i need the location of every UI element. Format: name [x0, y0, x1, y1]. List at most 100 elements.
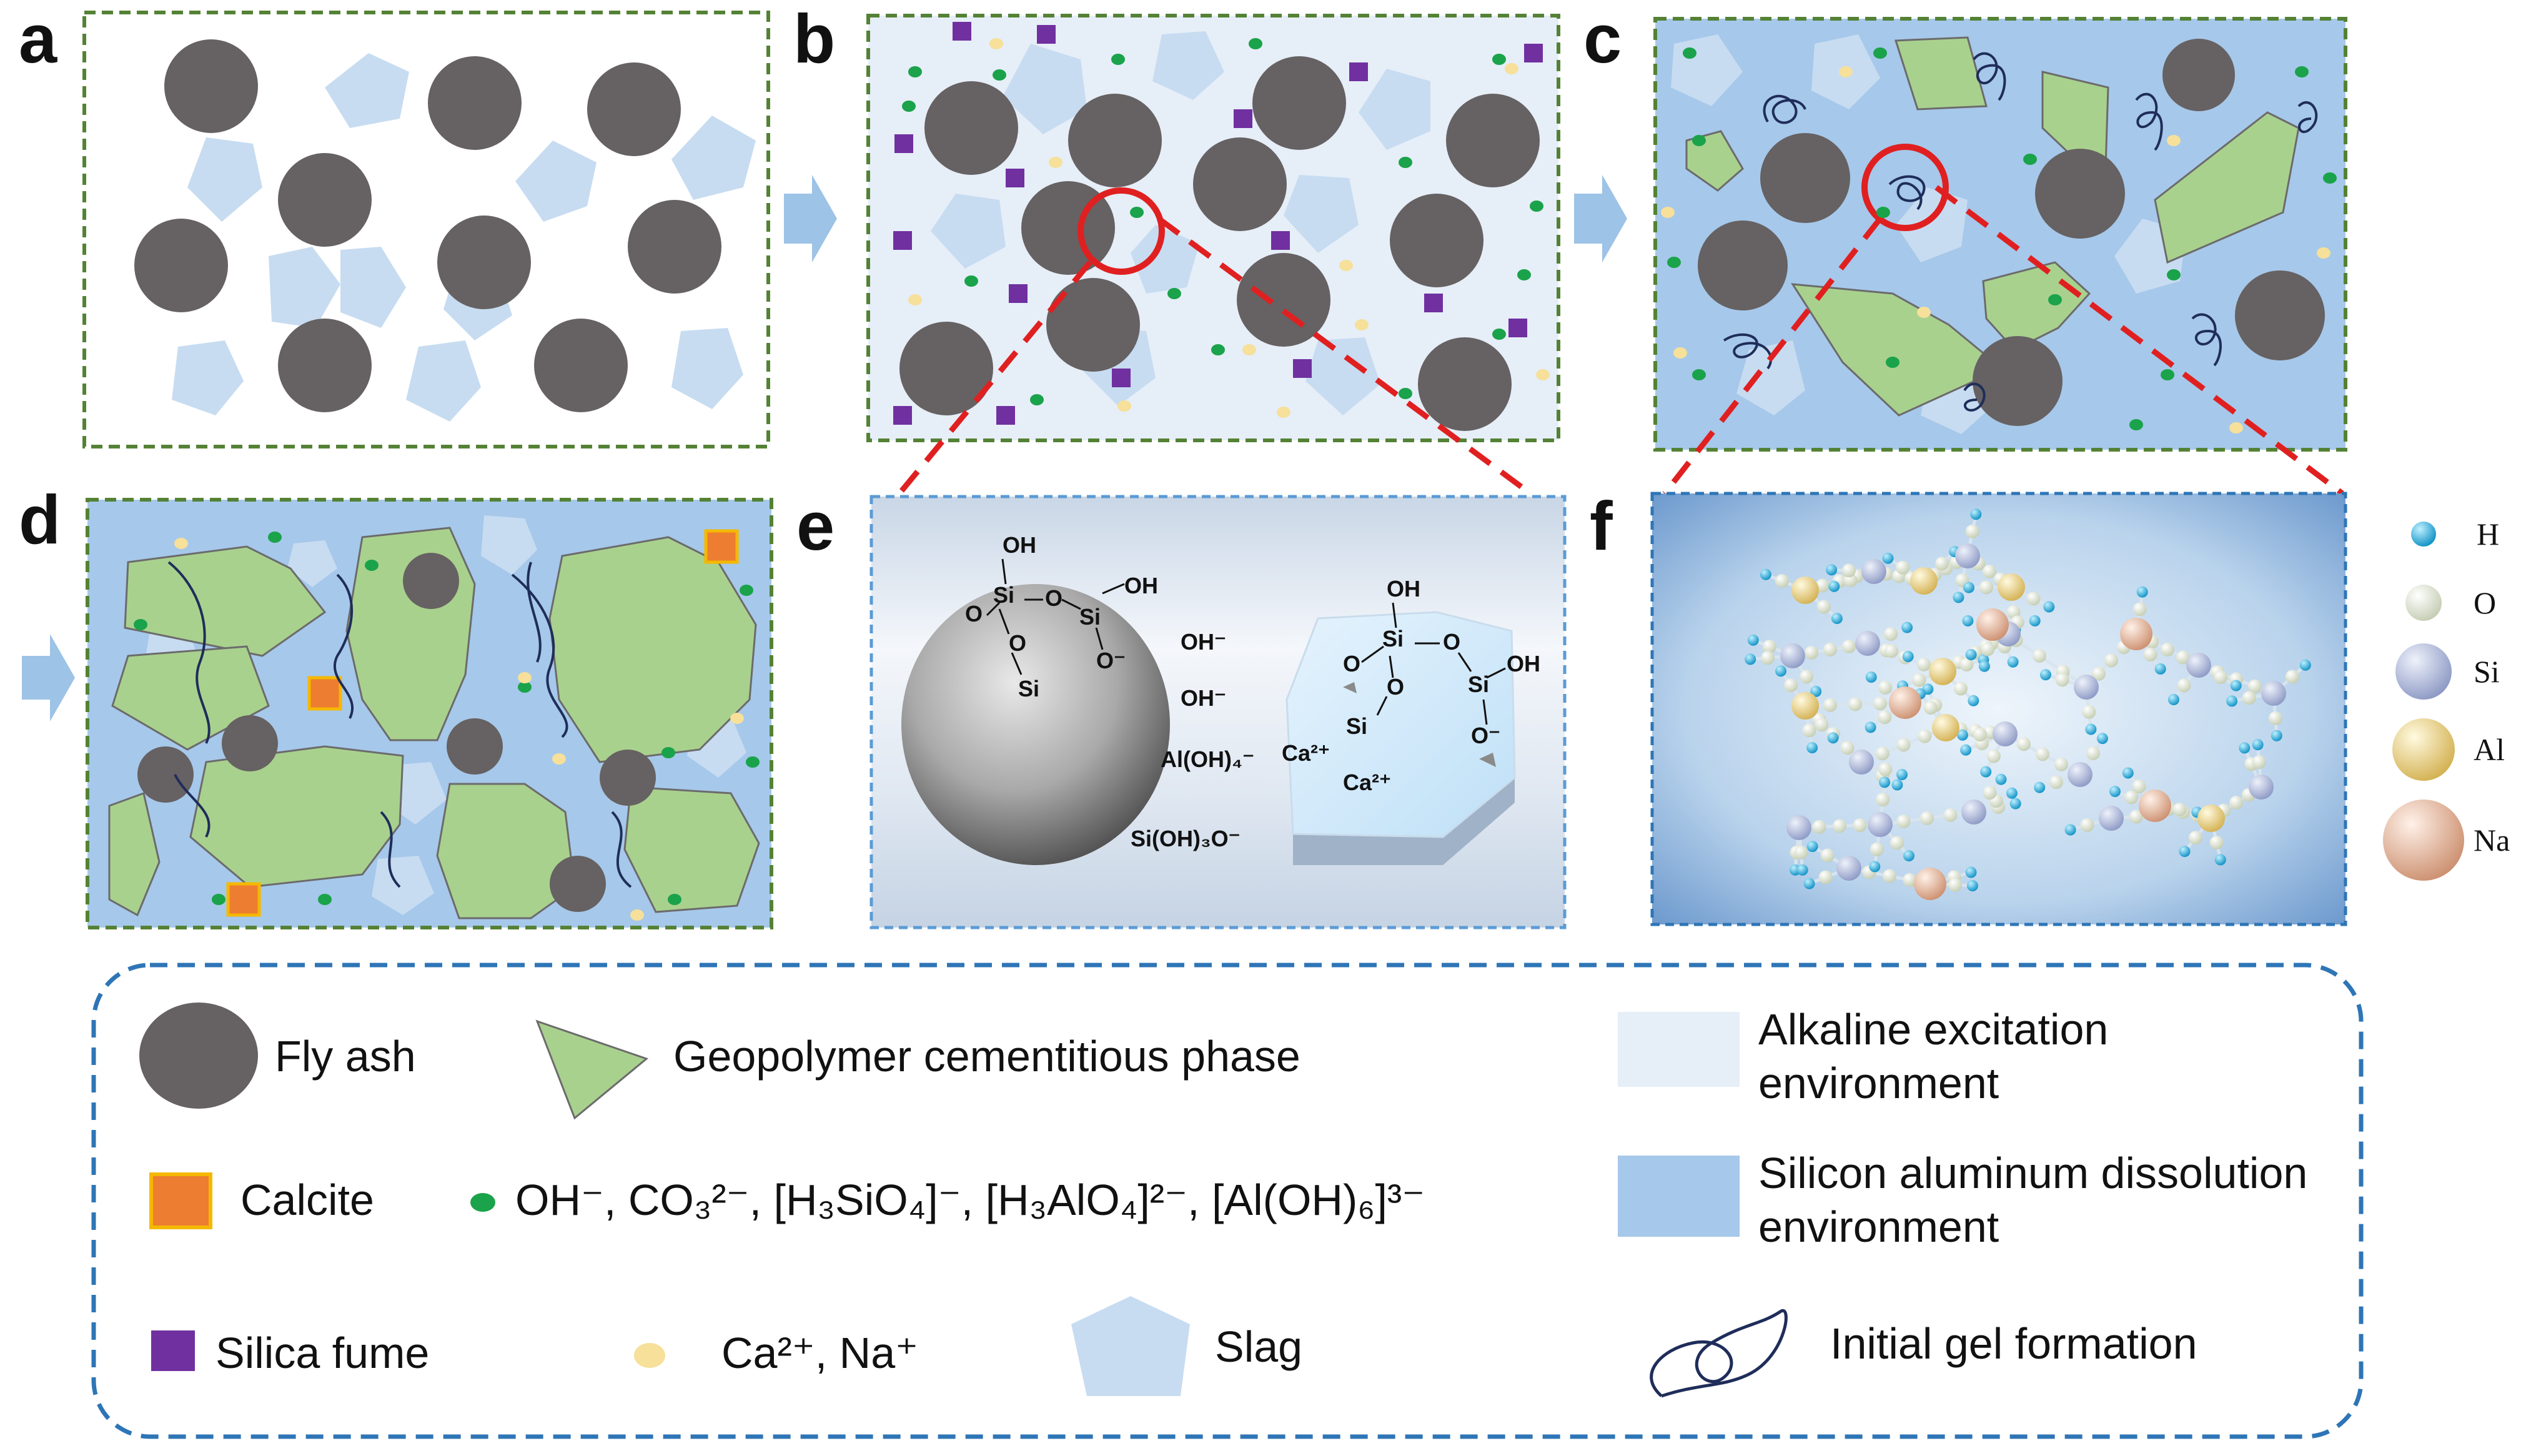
oxygen-atom: [2026, 592, 2041, 606]
label-si-1: Si: [993, 582, 1014, 608]
silicon-atom: [2186, 653, 2211, 678]
legend-anion-swatch: [470, 1193, 495, 1212]
oxygen-atom: [2214, 670, 2228, 685]
ion-dots-green: [134, 532, 760, 905]
hydrogen-atom: [2009, 798, 2021, 810]
hydrogen-atom: [2230, 680, 2242, 691]
slag-o-minus: O⁻: [1471, 723, 1500, 748]
oxygen-atom: [2017, 737, 2031, 751]
oxygen-atom: [1986, 749, 2001, 763]
oxygen-atom: [2172, 803, 2187, 816]
aluminum-atom: [1998, 573, 2025, 601]
oxygen-atom: [2055, 673, 2069, 687]
oxygen-atom: [2285, 670, 2299, 684]
oxygen-atom: [1885, 644, 1898, 658]
hydrogen-atom: [2029, 615, 2041, 626]
hydrogen-atom: [2096, 733, 2108, 745]
silicon-atom: [1993, 721, 2018, 746]
hydrogen-atom: [2034, 781, 2046, 793]
oxygen-atom: [2132, 780, 2146, 794]
oxygen-atom: [1896, 738, 1911, 752]
fly-ash-sphere: [901, 584, 1170, 865]
slag-oh-top: OH: [1387, 576, 1420, 602]
label-o-mid: O: [1045, 585, 1062, 611]
legend-calcite-swatch: [149, 1172, 212, 1229]
zoom-circle-b: [1077, 187, 1165, 275]
hydrogen-atom: [1745, 653, 1756, 665]
oxygen-atom: [1948, 878, 1962, 892]
aluminum-atom: [1791, 577, 1819, 604]
panel-label-b: b: [793, 1, 835, 77]
slag-o-left: O: [1343, 651, 1360, 676]
oxygen-atom: [1816, 600, 1831, 614]
ion-ca-1: Ca²⁺: [1282, 740, 1330, 766]
aluminum-atom: [1910, 567, 1938, 595]
network-atoms: [1745, 508, 2311, 900]
fly-ash-particles: [899, 56, 1540, 431]
oxygen-atom: [1842, 640, 1856, 653]
legend-geopolymer: Geopolymer cementitious phase: [673, 1032, 1300, 1081]
ion-dots-green: [902, 38, 1543, 405]
ion-ca-2: Ca²⁺: [1343, 770, 1391, 795]
slag-slab: [1285, 611, 1516, 865]
oxygen-atom: [2036, 747, 2049, 761]
hydrogen-atom: [2007, 656, 2019, 668]
molecular-network: [1745, 508, 2311, 900]
hydrogen-atom: [1828, 580, 1840, 592]
slag-si-2: Si: [1468, 671, 1489, 697]
oxygen-atom: [1903, 873, 1917, 887]
hydrogen-atom: [2239, 742, 2251, 754]
oxygen-atom: [2080, 818, 2094, 832]
oxygen-atom: [1923, 701, 1938, 715]
legend-dissolution-swatch: [1618, 1156, 1740, 1237]
panel-label-f: f: [1590, 488, 1613, 565]
hydrogen-atom: [2043, 601, 2055, 613]
legend-gel: Initial gel formation: [1830, 1319, 2197, 1368]
hydrogen-atom: [1970, 508, 1982, 520]
silicon-atom: [2099, 806, 2124, 831]
legend-fly-ash-swatch: [139, 1003, 258, 1109]
oxygen-atom: [1762, 640, 1776, 654]
silicon-atom: [2074, 675, 2099, 700]
legend-anions: OH⁻, CO₃²⁻, [H₃SiO₄]⁻, [H₃AlO₄]²⁻, [Al(O…: [515, 1176, 1425, 1224]
hydrogen-atom: [1995, 773, 2007, 785]
hydrogen-atom: [1796, 864, 1808, 876]
hydrogen-atom: [1865, 721, 1876, 733]
legend-cations: Ca²⁺, Na⁺: [721, 1329, 918, 1377]
silicon-atom: [1786, 815, 1811, 840]
oxygen-atom: [1981, 642, 1995, 656]
hydrogen-atom: [1869, 861, 1881, 873]
oxygen-atom: [1979, 580, 1993, 595]
oxygen-atom: [1840, 741, 1855, 755]
aluminum-atom: [1929, 658, 1956, 685]
oxygen-atom: [1815, 718, 1829, 732]
label-si-bottom: Si: [1018, 676, 1039, 701]
oxygen-atom: [1873, 696, 1887, 711]
silicon-atom: [1855, 631, 1880, 656]
silicon-atom: [2261, 681, 2286, 706]
hydrogen-atom: [1968, 695, 1979, 706]
oxygen-atom: [1823, 643, 1837, 656]
legend-alkaline-line2: environment: [1758, 1059, 1999, 1107]
label-o-left: O: [965, 601, 983, 626]
oxygen-atom: [1896, 815, 1911, 828]
hydrogen-atom: [1827, 732, 1839, 744]
hydrogen-atom: [2122, 767, 2134, 779]
silicon-atom: [1955, 543, 1980, 568]
legend-silica-fume: Silica fume: [215, 1329, 429, 1377]
legend-box: Fly ash Geopolymer cementitious phase Al…: [91, 963, 2364, 1439]
oxygen-atom: [1959, 658, 1974, 671]
oxygen-atom: [2248, 679, 2262, 693]
atom-legend: H O Si Al Na: [2383, 517, 2510, 881]
silicon-atom: [1836, 856, 1861, 881]
hydrogen-atom: [1953, 592, 1964, 603]
hydrogen-atom: [2064, 824, 2076, 836]
slag-o-right: O: [1443, 629, 1460, 655]
panel-b: [866, 14, 1560, 442]
hydrogen-atom: [1891, 779, 1903, 791]
oxygen-atom: [1983, 786, 1997, 800]
hydrogen-atom: [1879, 776, 1891, 788]
silicon-atom: [1868, 812, 1893, 837]
silicon-atom: [1861, 559, 1886, 584]
